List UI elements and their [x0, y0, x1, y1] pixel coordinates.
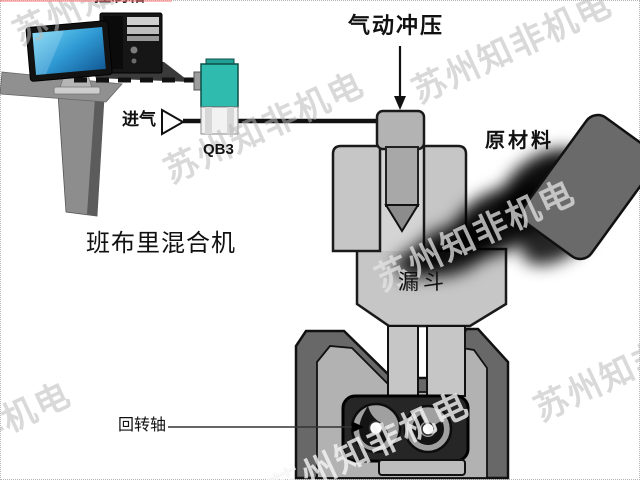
valve-coil-teal	[200, 63, 239, 108]
raw-material-label: 原材料	[485, 130, 554, 152]
housing-left-wall	[331, 144, 382, 253]
desk-pedestal-shade	[87, 98, 104, 216]
monitor-glare	[32, 30, 65, 75]
throat-left-wall	[387, 325, 419, 397]
hopper-label: 漏斗	[398, 270, 448, 294]
valve-port	[205, 107, 212, 134]
rotor-left-shaft-hole	[368, 420, 384, 436]
rotary-shaft-label: 回转轴	[118, 417, 167, 434]
throat-right-wall	[426, 325, 466, 397]
rotor-right-shaft-hole	[421, 422, 435, 436]
valve-model-label: QB3	[203, 141, 234, 158]
tower-drive-bay	[127, 17, 159, 25]
piston-rod	[385, 146, 419, 207]
air-intake-label: 进气	[122, 110, 156, 129]
monitor-base	[53, 86, 101, 95]
tower-drive-bay	[127, 27, 159, 34]
solenoid-valve	[193, 58, 239, 135]
control-box-label: 控制箱	[94, 0, 145, 6]
pneumatic-press-label: 气动冲压	[348, 13, 445, 38]
tower-button	[131, 58, 137, 64]
piston-cap	[375, 109, 426, 151]
machine-name-label: 班布里混合机	[86, 231, 236, 257]
rotor-right	[403, 404, 453, 454]
top-edge-artifact	[0, 0, 172, 2]
rotor-right-blade	[412, 413, 444, 445]
computer-icon	[0, 12, 190, 217]
monitor	[25, 20, 113, 82]
rotary-shaft-arrowhead	[352, 421, 364, 433]
feed-chute	[521, 113, 640, 261]
intake-triangle-icon	[161, 108, 186, 136]
monitor-screen	[32, 27, 106, 75]
tower-power-button	[130, 46, 138, 54]
valve-port	[227, 107, 234, 134]
piston-tip	[384, 204, 420, 233]
tower-vent	[127, 36, 159, 41]
discharge-door	[378, 459, 466, 476]
rotor-left	[350, 402, 402, 454]
press-arrowhead	[394, 96, 406, 110]
